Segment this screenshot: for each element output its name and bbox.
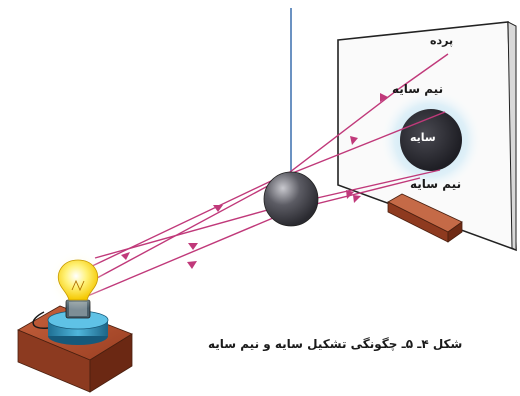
ray-arrow (213, 205, 223, 212)
penumbra-label-bottom: نیم سایه (410, 177, 462, 191)
ray-arrow (353, 195, 361, 203)
ray-arrow (187, 261, 197, 269)
screen-label: پرده (430, 34, 454, 47)
light-source-lamp (17, 250, 133, 393)
ray-arrow (121, 252, 130, 260)
penumbra-label-top: نیم سایه (392, 82, 444, 96)
ray-arrow (188, 243, 198, 250)
ray-arrow (350, 136, 358, 145)
figure-caption: شکل ۴ـ ۵ـ چگونگی تشکیل سایه و نیم سایه (208, 337, 463, 351)
ray-arrows (121, 93, 388, 269)
ray-1 (87, 53, 449, 269)
brick-screen (387, 193, 463, 243)
ray-arrow (380, 93, 388, 102)
opaque-ball (263, 171, 319, 227)
shadow-label: سایه (410, 131, 436, 144)
ray-arrow (346, 190, 354, 199)
